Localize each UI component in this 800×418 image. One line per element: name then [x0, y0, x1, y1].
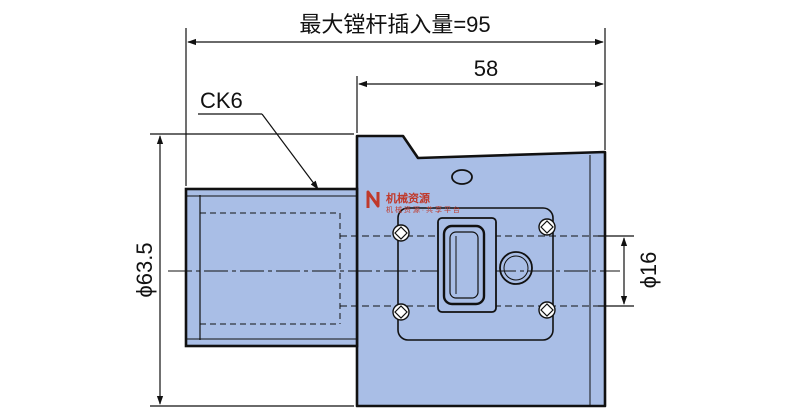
clamp-plate-outline [397, 207, 554, 341]
dim-outer-diameter [150, 133, 354, 407]
flange-width-label: 58 [474, 56, 498, 81]
ck6-leader [198, 113, 319, 190]
screw-bottom-left [392, 303, 410, 321]
watermark-logo: 机械资源 机 械 资 源 · 共 享 平 台 [366, 190, 460, 214]
clamp-screw-hole [499, 251, 533, 285]
outer-diameter-label: ϕ63.5 [132, 242, 157, 297]
clamp-window [437, 217, 497, 313]
shank-cylinder [184, 187, 359, 348]
max-insert-label: 最大镗杆插入量=95 [299, 12, 490, 37]
screw-top-left [392, 224, 410, 242]
screw-top-right [538, 218, 556, 236]
watermark-subtitle: 机 械 资 源 · 共 享 平 台 [386, 205, 460, 214]
dim-flange-width [356, 76, 604, 133]
coolant-hole [451, 169, 473, 185]
screw-bottom-right [538, 301, 556, 319]
shank-label: CK6 [200, 88, 243, 113]
dim-bore-diameter [598, 235, 634, 307]
dim-max-insert [185, 28, 606, 186]
watermark-title: 机械资源 [386, 191, 430, 205]
bore-diameter-label: ϕ16 [636, 252, 661, 289]
